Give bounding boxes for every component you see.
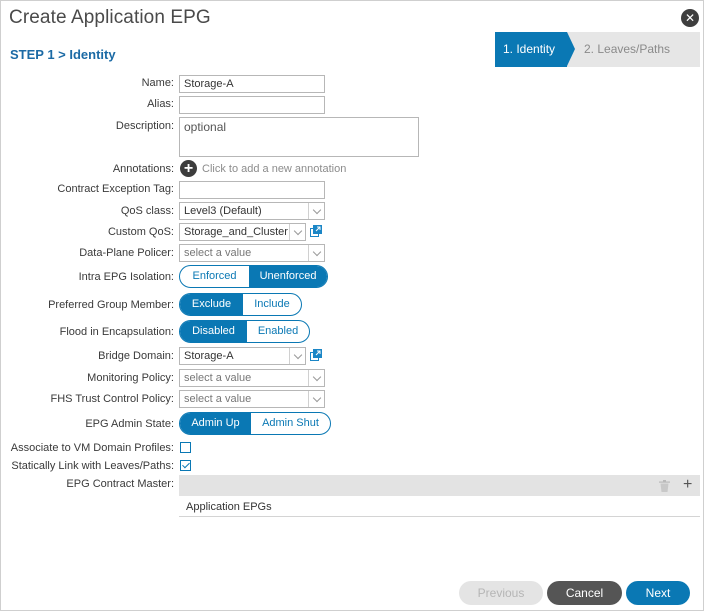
wizard-step-leaves-paths[interactable]: 2. Leaves/Paths [567, 32, 700, 67]
bridge-domain-select[interactable]: Storage-A [179, 347, 306, 365]
alias-field[interactable] [179, 96, 325, 114]
custom-qos-label: Custom QoS: [107, 226, 174, 238]
fhs-trust-control-policy-value: select a value [184, 393, 252, 405]
description-field[interactable]: optional [179, 117, 419, 157]
open-external-icon[interactable] [310, 225, 322, 237]
name-field[interactable]: Storage-A [179, 75, 325, 93]
admin-up-option[interactable]: Admin Up [180, 413, 251, 434]
plus-circle-icon[interactable]: + [180, 160, 197, 177]
preferred-group-exclude-option[interactable]: Exclude [180, 294, 243, 315]
associate-vm-domain-label: Associate to VM Domain Profiles: [10, 442, 174, 454]
epg-contract-master-label: EPG Contract Master: [66, 478, 174, 490]
contract-exception-tag-field[interactable] [179, 181, 325, 199]
monitoring-policy-value: select a value [184, 372, 252, 384]
flood-enabled-option[interactable]: Enabled [257, 325, 299, 337]
epg-admin-state-label: EPG Admin State: [85, 418, 174, 430]
data-plane-policer-select[interactable]: select a value [179, 244, 325, 262]
description-label: Description: [115, 120, 174, 132]
contract-master-toolbar: + [179, 475, 700, 496]
chevron-down-icon [289, 348, 305, 364]
intra-epg-isolation-toggle: Enforced Unenforced [179, 265, 328, 288]
next-button[interactable]: Next [626, 581, 690, 605]
preferred-group-member-label: Preferred Group Member: [48, 299, 174, 311]
close-icon[interactable]: ✕ [681, 9, 699, 27]
qos-class-value: Level3 (Default) [184, 205, 262, 217]
monitoring-policy-label: Monitoring Policy: [87, 372, 174, 384]
data-plane-policer-value: select a value [184, 247, 252, 259]
flood-in-encapsulation-label: Flood in Encapsulation: [59, 326, 174, 338]
wizard-steps: 1. Identity 2. Leaves/Paths [495, 32, 700, 67]
chevron-down-icon [308, 245, 324, 261]
open-external-icon[interactable] [310, 349, 322, 361]
plus-icon[interactable]: + [683, 476, 693, 493]
flood-in-encapsulation-toggle: Disabled Enabled [179, 320, 310, 343]
associate-vm-domain-checkbox[interactable] [180, 442, 191, 453]
epg-admin-state-toggle: Admin Up Admin Shut [179, 412, 331, 435]
wizard-step-identity[interactable]: 1. Identity [495, 32, 567, 67]
fhs-trust-control-policy-label: FHS Trust Control Policy: [50, 393, 174, 405]
statically-link-label: Statically Link with Leaves/Paths: [11, 460, 174, 472]
intra-epg-unenforced-option[interactable]: Unenforced [249, 266, 327, 287]
annotations-label: Annotations: [112, 163, 174, 175]
name-label: Name: [141, 77, 174, 89]
admin-shut-option[interactable]: Admin Shut [262, 417, 319, 429]
monitoring-policy-select[interactable]: select a value [179, 369, 325, 387]
annotation-hint[interactable]: Click to add a new annotation [202, 163, 347, 175]
chevron-down-icon [308, 391, 324, 407]
trash-icon[interactable] [659, 480, 670, 492]
intra-epg-isolation-label: Intra EPG Isolation: [78, 271, 174, 283]
qos-class-select[interactable]: Level3 (Default) [179, 202, 325, 220]
cancel-button[interactable]: Cancel [547, 581, 622, 605]
statically-link-checkbox[interactable] [180, 460, 191, 471]
preferred-group-member-toggle: Exclude Include [179, 293, 302, 316]
chevron-down-icon [308, 203, 324, 219]
bridge-domain-value: Storage-A [184, 350, 234, 362]
custom-qos-select[interactable]: Storage_and_Cluster [179, 223, 306, 241]
wizard-step-arrow [567, 32, 575, 66]
step-heading: STEP 1 > Identity [10, 47, 116, 62]
custom-qos-value: Storage_and_Cluster [184, 226, 288, 238]
data-plane-policer-label: Data-Plane Policer: [79, 247, 174, 259]
chevron-down-icon [289, 224, 305, 240]
qos-class-label: QoS class: [120, 205, 174, 217]
fhs-trust-control-policy-select[interactable]: select a value [179, 390, 325, 408]
preferred-group-include-option[interactable]: Include [254, 298, 290, 310]
chevron-down-icon [308, 370, 324, 386]
alias-label: Alias: [147, 98, 174, 110]
contract-exception-tag-label: Contract Exception Tag: [57, 183, 174, 195]
application-epgs-column-header[interactable]: Application EPGs [179, 496, 700, 517]
flood-disabled-option[interactable]: Disabled [180, 321, 247, 342]
previous-button[interactable]: Previous [459, 581, 543, 605]
dialog-title: Create Application EPG [9, 7, 211, 28]
bridge-domain-label: Bridge Domain: [98, 350, 174, 362]
intra-epg-enforced-option[interactable]: Enforced [192, 270, 237, 282]
